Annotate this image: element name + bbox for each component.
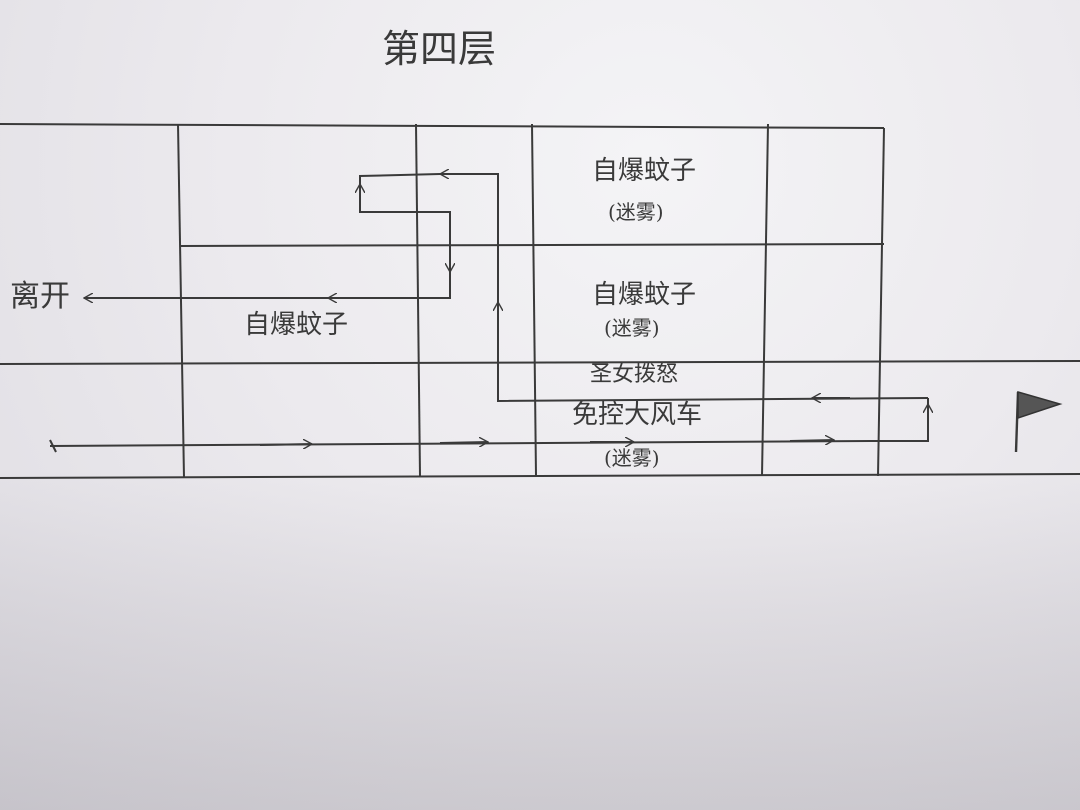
room-note-1: (迷雾) — [608, 200, 664, 224]
room-label-5: 免控大风车 — [572, 400, 703, 430]
grid-col-1 — [177, 123, 185, 479]
room-note-2: (迷雾) — [604, 316, 660, 340]
grid-col-5 — [877, 127, 885, 477]
grid-lines — [0, 123, 1080, 479]
paper-shadow — [0, 470, 1080, 810]
page-title: 第四层 — [382, 27, 497, 71]
room-note-5: (迷雾) — [604, 446, 660, 470]
flag-icon — [1014, 391, 1063, 453]
route-arrow-1 — [259, 444, 312, 445]
room-label-4: 圣女拨怒 — [590, 362, 679, 387]
room-label-3: 自爆蚊子 — [244, 310, 349, 340]
route-path — [49, 173, 929, 446]
grid-top-line — [0, 123, 885, 129]
route-exit — [84, 272, 451, 298]
grid-mid-line — [179, 243, 885, 247]
grid-col-4 — [761, 123, 769, 477]
route-loop — [359, 173, 450, 272]
grid-col-3 — [531, 123, 537, 477]
route-start-tick — [49, 439, 57, 453]
exit-label: 离开 — [10, 279, 70, 314]
room-label-1: 自爆蚊子 — [592, 156, 697, 186]
route-arrow-2 — [439, 442, 488, 443]
route-back — [440, 174, 929, 403]
route-arrow-4 — [789, 440, 834, 441]
grid-lower-line — [0, 360, 1080, 365]
grid-bottom-line — [0, 473, 1080, 479]
grid-col-2 — [415, 123, 421, 477]
room-label-2: 自爆蚊子 — [592, 280, 697, 310]
